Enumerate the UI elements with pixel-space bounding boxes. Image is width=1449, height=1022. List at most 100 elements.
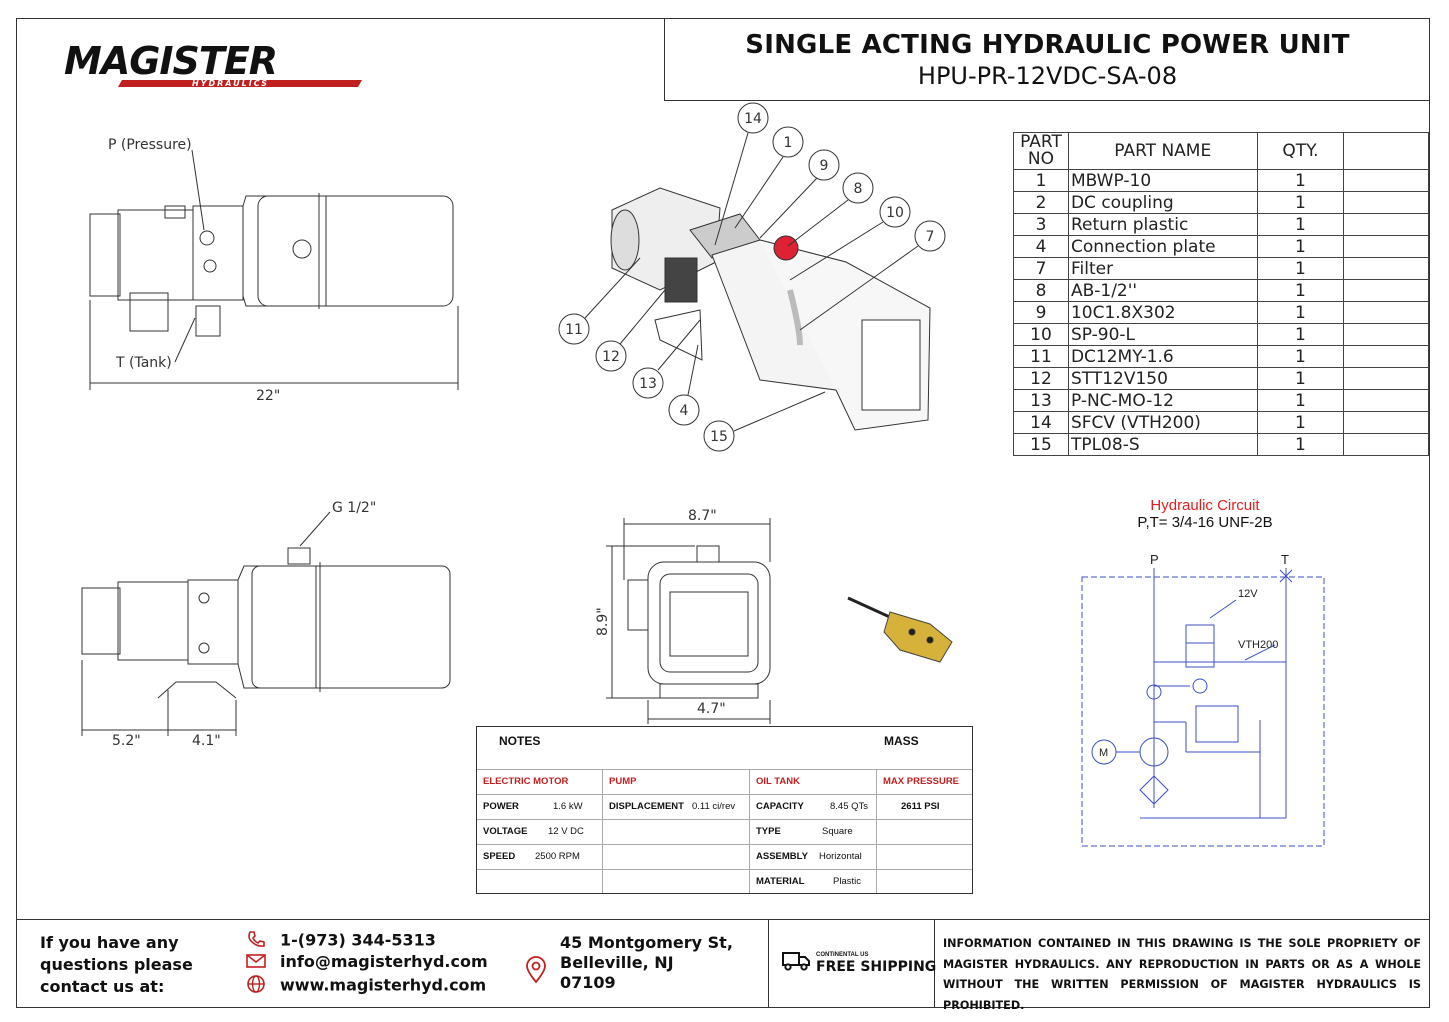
side-view <box>81 511 451 736</box>
assembly-key: ASSEMBLY <box>756 851 808 862</box>
bom-cell-extra <box>1343 389 1429 412</box>
bom-cell-name: STT12V150 <box>1067 367 1258 390</box>
bom-cell-extra <box>1343 301 1429 324</box>
end-view <box>606 518 771 724</box>
bom-cell-name: TPL08-S <box>1067 433 1258 456</box>
bom-cell-qty: 1 <box>1256 411 1345 434</box>
gauge-port-label: G 1/2" <box>332 500 376 516</box>
bom-cell-qty: 1 <box>1256 389 1345 412</box>
phone-number[interactable]: 1-(973) 344-5313 <box>280 930 436 950</box>
bom-cell-extra <box>1343 433 1429 456</box>
circuit-p-label: P <box>1150 552 1159 567</box>
bom-cell-extra <box>1343 345 1429 368</box>
displacement-key: DISPLACEMENT <box>609 801 684 812</box>
web-line[interactable]: www.magisterhyd.com <box>246 974 486 998</box>
specifications-table: NOTES MASS ELECTRIC MOTOR POWER 1.6 kW V… <box>476 726 973 894</box>
globe-icon <box>246 974 268 998</box>
col-divider <box>876 770 877 893</box>
contact-prompt: If you have any questions please contact… <box>40 932 193 998</box>
bom-cell-extra <box>1343 367 1429 390</box>
circuit-title: Hydraulic Circuit <box>1150 497 1260 514</box>
bom-cell-qty: 1 <box>1256 433 1345 456</box>
contact-prompt-line: contact us at: <box>40 977 165 996</box>
max-pressure-heading: MAX PRESSURE <box>883 776 960 787</box>
notes-label: NOTES <box>499 734 541 748</box>
circuit-motor-label: M <box>1099 747 1108 759</box>
material-key: MATERIAL <box>756 876 805 887</box>
magister-logo: MAGISTER HYDRAULICS <box>64 40 362 88</box>
bom-header-extra <box>1343 132 1429 170</box>
col-divider <box>749 770 750 893</box>
drawing-frame <box>16 18 1430 1008</box>
bom-cell-no: 11 <box>1013 345 1069 368</box>
bom-cell-qty: 1 <box>1256 257 1345 280</box>
voltage-value: 12 V DC <box>548 826 584 837</box>
remote-control <box>847 596 953 663</box>
email-address[interactable]: info@magisterhyd.com <box>280 952 488 971</box>
bom-cell-name: P-NC-MO-12 <box>1067 389 1258 412</box>
model-number: HPU-PR-12VDC-SA-08 <box>917 62 1178 90</box>
bom-cell-name: DC coupling <box>1067 191 1258 214</box>
assembly-value: Horizontal <box>819 851 862 862</box>
mass-label: MASS <box>884 734 919 748</box>
circuit-voltage-label: 12V <box>1238 588 1258 600</box>
dimension-5-2: 5.2" <box>112 733 141 749</box>
balloon-7: 7 <box>926 229 935 245</box>
bom-cell-qty: 1 <box>1256 279 1345 302</box>
address: 45 Montgomery St, Belleville, NJ 07109 <box>560 933 733 993</box>
address-line: 07109 <box>560 973 616 992</box>
balloon-14: 14 <box>744 111 762 127</box>
width-dimension: 8.7" <box>688 508 717 524</box>
power-key: POWER <box>483 801 519 812</box>
title-block: SINGLE ACTING HYDRAULIC POWER UNIT HPU-P… <box>664 18 1430 101</box>
phone-icon <box>246 930 268 952</box>
balloon-11: 11 <box>565 322 583 338</box>
website-url[interactable]: www.magisterhyd.com <box>280 975 487 995</box>
row-divider <box>477 844 972 845</box>
bom-cell-name: Return plastic <box>1067 213 1258 236</box>
dimension-4-1: 4.1" <box>192 733 221 749</box>
bom-header-no-text: PART NO <box>1020 131 1062 169</box>
circuit-title-block: Hydraulic Circuit P,T= 3/4-16 UNF-2B <box>1130 497 1280 531</box>
tank-port-label: T (Tank) <box>115 355 172 371</box>
height-dimension: 8.9" <box>595 607 611 636</box>
legal-notice: INFORMATION CONTAINED IN THIS DRAWING IS… <box>943 937 1421 1012</box>
bom-cell-no: 4 <box>1013 235 1069 258</box>
type-key: TYPE <box>756 826 781 837</box>
base-dimension: 4.7" <box>697 701 726 717</box>
bom-cell-no: 1 <box>1013 169 1069 192</box>
logo-subtitle: HYDRAULICS <box>192 79 269 88</box>
speed-key: SPEED <box>483 851 516 862</box>
bom-cell-name: Filter <box>1067 257 1258 280</box>
bom-header-name: PART NAME <box>1067 132 1258 170</box>
phone-line[interactable]: 1-(973) 344-5313 <box>246 930 436 952</box>
footer-divider <box>768 920 769 1008</box>
bom-cell-extra <box>1343 213 1429 236</box>
email-line[interactable]: info@magisterhyd.com <box>246 952 488 973</box>
bom-cell-qty: 1 <box>1256 191 1345 214</box>
bom-cell-no: 2 <box>1013 191 1069 214</box>
balloon-8: 8 <box>854 181 863 197</box>
balloon-10: 10 <box>886 205 904 221</box>
drawing-title: SINGLE ACTING HYDRAULIC POWER UNIT <box>745 30 1350 60</box>
footer: If you have any questions please contact… <box>16 919 1430 1012</box>
balloon-12: 12 <box>602 349 620 365</box>
location-pin-icon <box>526 956 546 984</box>
oil-tank-heading: OIL TANK <box>756 776 800 787</box>
pump-heading: PUMP <box>609 776 637 787</box>
bom-header-no: PART NO <box>1013 131 1069 170</box>
bom-cell-qty: 1 <box>1256 213 1345 236</box>
balloon-13: 13 <box>639 376 657 392</box>
power-value: 1.6 kW <box>553 801 583 812</box>
bom-cell-name: MBWP-10 <box>1067 169 1258 192</box>
top-view <box>89 149 459 390</box>
bom-cell-name: AB-1/2'' <box>1067 279 1258 302</box>
